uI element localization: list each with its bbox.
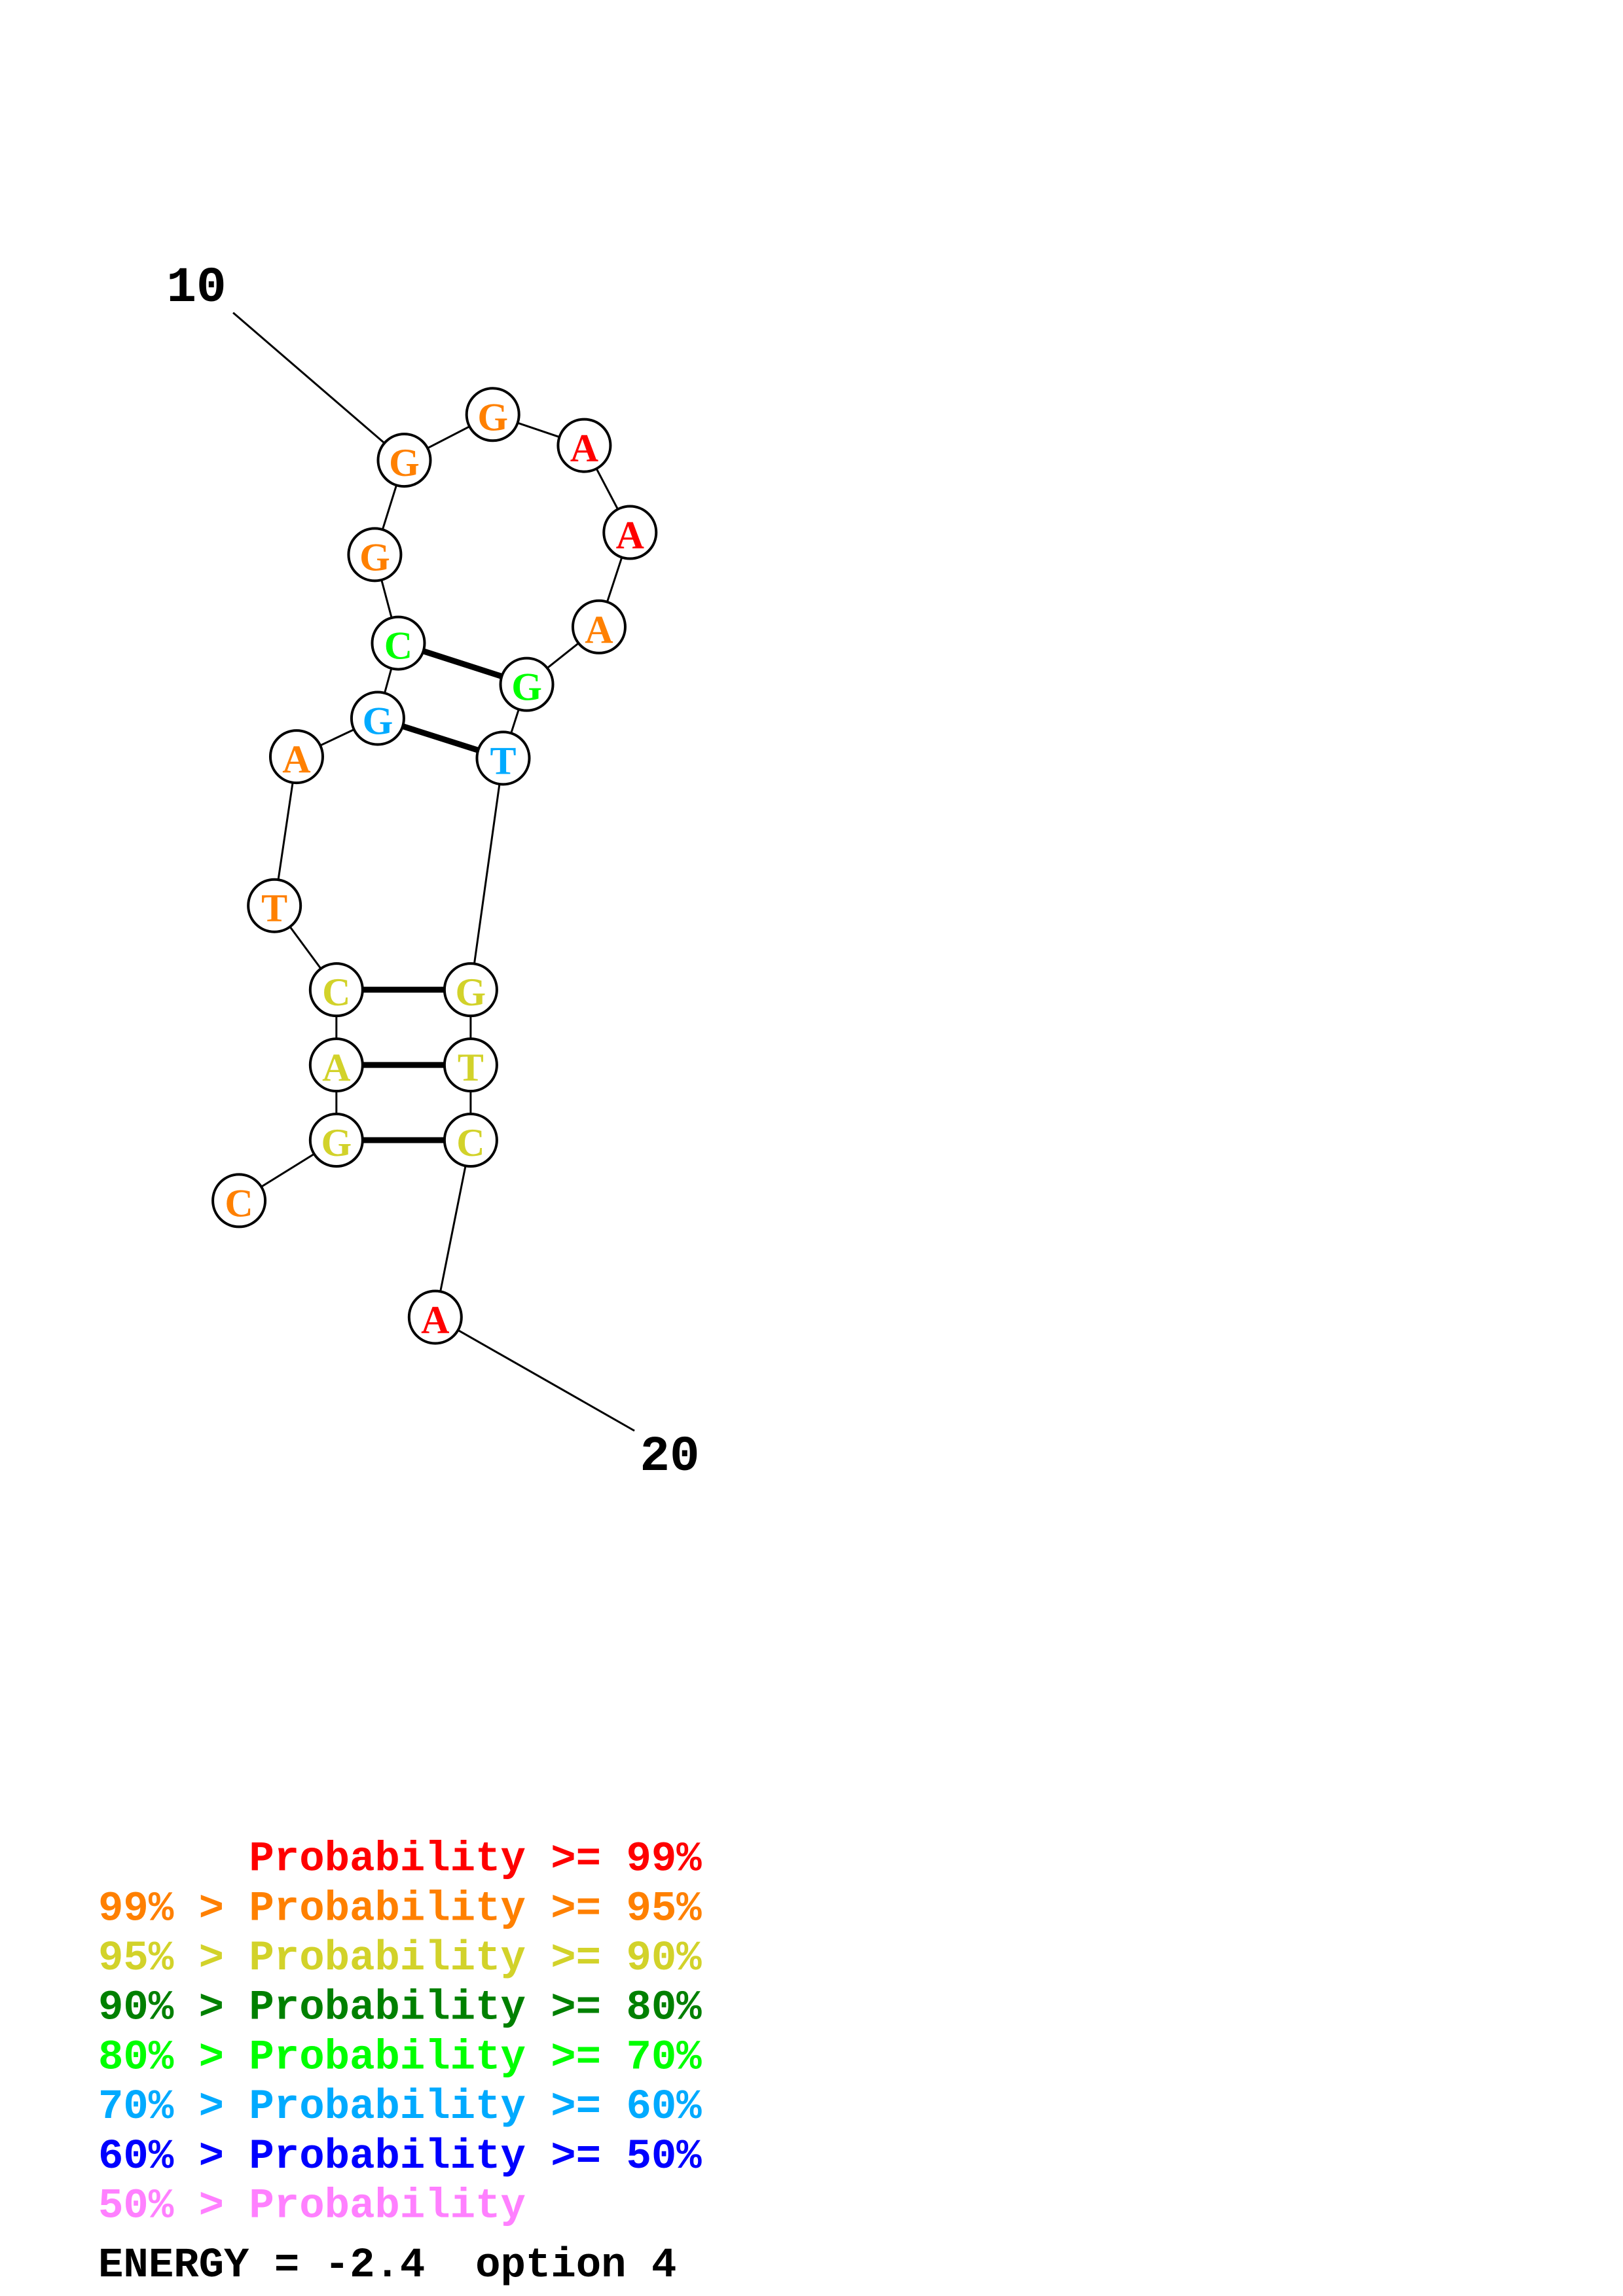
backbone-bond	[469, 758, 504, 990]
end-position-label: 20	[640, 1429, 699, 1485]
nucleotide-1: C	[211, 1173, 267, 1229]
nucleotide-circle	[602, 505, 658, 560]
nucleotide-circle	[350, 691, 405, 746]
legend-entry: 80% > Probability >= 70%	[98, 2034, 702, 2081]
nucleotide-6: A	[268, 729, 324, 785]
nucleotide-base: A	[421, 1298, 449, 1341]
nucleotide-circle	[407, 1289, 463, 1345]
legend-text: Probability >= 99%	[249, 1837, 702, 1884]
nucleotide-base: C	[384, 624, 412, 668]
energy-label: ENERGY = -2.4 option 4	[98, 2242, 676, 2289]
nucleotide-base: A	[322, 1046, 350, 1089]
nucleotide-base: A	[585, 608, 613, 651]
nucleotide-circle	[443, 1037, 498, 1093]
nucleotide-circle	[211, 1173, 267, 1229]
nucleotide-circle	[571, 599, 627, 655]
nucleotide-circle	[308, 962, 364, 1018]
nucleotide-base: A	[616, 514, 644, 557]
nucleotide-17: G	[443, 962, 498, 1018]
nucleotide-3: A	[308, 1037, 364, 1093]
nucleotide-base: G	[389, 441, 420, 484]
nucleotide-base: T	[261, 887, 287, 930]
legend-entry: 95% > Probability >= 90%	[98, 1935, 702, 1982]
nucleotide-20: A	[407, 1289, 463, 1345]
nucleotide-base: G	[456, 971, 486, 1014]
nucleotide-base: C	[225, 1181, 253, 1225]
nucleotide-base: G	[363, 700, 393, 743]
probability-legend: Probability >= 99%99% > Probability >= 9…	[98, 1837, 702, 2231]
nucleotide-10: G	[376, 433, 432, 488]
nucleotide-circle	[465, 387, 520, 442]
nucleotide-circle	[443, 962, 498, 1018]
nucleotide-circle	[347, 527, 403, 583]
nucleotide-8: C	[371, 615, 426, 671]
nucleotide-circle	[556, 418, 612, 473]
nucleotide-base: G	[511, 666, 542, 709]
nucleotide-base: G	[321, 1121, 352, 1164]
nucleotide-base: T	[458, 1046, 484, 1089]
nucleotide-11: G	[465, 387, 520, 442]
nucleotide-circle	[371, 615, 426, 671]
legend-text: Probability >= 60%	[249, 2084, 702, 2131]
nucleotide-12: A	[556, 418, 612, 473]
end-tail-line	[435, 1316, 635, 1432]
legend-text: Probability	[249, 2183, 525, 2231]
legend-prefix: 99% >	[98, 1886, 249, 1933]
legend-entry: 99% > Probability >= 95%	[98, 1886, 702, 1933]
legend-entry: 50% > Probability	[98, 2183, 526, 2231]
nucleotide-14: A	[571, 599, 627, 655]
nucleotide-circle	[247, 878, 302, 933]
nucleotide-7: G	[350, 691, 405, 746]
nucleotide-circle	[499, 656, 555, 712]
start-position-label: 10	[166, 260, 226, 316]
nucleotide-2: G	[308, 1113, 364, 1168]
legend-entry: 70% > Probability >= 60%	[98, 2084, 702, 2131]
legend-text: Probability >= 90%	[249, 1935, 702, 1982]
legend-text: Probability >= 50%	[249, 2134, 702, 2181]
legend-text: Probability >= 70%	[249, 2034, 702, 2081]
legend-text: Probability >= 80%	[249, 1985, 702, 2032]
nucleotide-circle	[475, 730, 531, 786]
nucleotide-base: C	[322, 971, 350, 1014]
legend-prefix: 95% >	[98, 1935, 249, 1982]
nucleotide-9: G	[347, 527, 403, 583]
nucleotide-4: C	[308, 962, 364, 1018]
legend-prefix: 70% >	[98, 2084, 249, 2131]
nucleotide-base: T	[490, 739, 516, 782]
nucleotide-19: C	[443, 1113, 498, 1168]
backbone-and-pairs	[232, 312, 635, 1432]
nucleotide-circle	[268, 729, 324, 785]
nucleotide-5: T	[247, 878, 302, 933]
nucleotide-15: G	[499, 656, 555, 712]
backbone-bond	[434, 1139, 472, 1318]
legend-prefix: 50% >	[98, 2183, 249, 2231]
legend-prefix: 80% >	[98, 2034, 249, 2081]
start-tail-line	[232, 312, 405, 461]
legend-entry: 60% > Probability >= 50%	[98, 2134, 702, 2181]
legend-text: Probability >= 95%	[249, 1886, 702, 1933]
legend-entry: Probability >= 99%	[249, 1837, 702, 1884]
nucleotide-16: T	[475, 730, 531, 786]
legend-prefix: 90% >	[98, 1985, 249, 2032]
nucleotide-circle	[308, 1037, 364, 1093]
legend-entry: 90% > Probability >= 80%	[98, 1985, 702, 2032]
nucleotide-18: T	[443, 1037, 498, 1093]
nucleotide-base: G	[359, 535, 390, 579]
nucleotide-13: A	[602, 505, 658, 560]
nucleotide-base: A	[570, 427, 598, 470]
nucleotide-base: A	[282, 738, 310, 781]
nucleotide-circle	[376, 433, 432, 488]
nucleotide-base: C	[456, 1121, 484, 1164]
legend-prefix: 60% >	[98, 2134, 249, 2181]
nucleotide-circle	[308, 1113, 364, 1168]
nucleotide-base: G	[477, 395, 508, 439]
nucleotide-circle	[443, 1113, 498, 1168]
